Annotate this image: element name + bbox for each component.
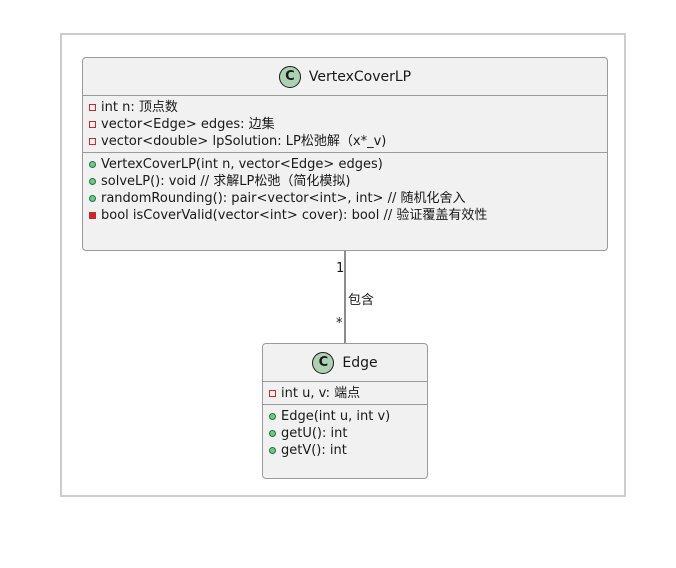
field-text: int n: 顶点数: [101, 100, 178, 115]
field-text: vector<Edge> edges: 边集: [101, 117, 275, 132]
methods-compartment: Edge(int u, int v) getU(): int getV(): int: [263, 405, 427, 461]
class-badge-icon: C: [278, 65, 301, 88]
fields-compartment: int n: 顶点数 vector<Edge> edges: 边集 vector<d…: [83, 96, 607, 153]
method-row: getU(): int: [269, 425, 421, 442]
private-visibility-icon: [89, 121, 96, 128]
method-text: solveLP(): void // 求解LP松弛（简化模拟): [101, 174, 351, 189]
public-visibility-icon: [269, 430, 276, 437]
target-multiplicity: *: [336, 316, 343, 331]
class-header: C VertexCoverLP: [83, 58, 607, 96]
method-text: getV(): int: [281, 443, 347, 458]
fields-compartment: int u, v: 端点: [263, 382, 427, 405]
method-row: randomRounding(): pair<vector<int>, int>…: [89, 190, 601, 207]
association-label: 包含: [348, 293, 375, 308]
class-name: Edge: [342, 354, 378, 371]
method-text: bool isCoverValid(vector<int> cover): bo…: [101, 208, 488, 223]
method-text: getU(): int: [281, 426, 348, 441]
field-row: int n: 顶点数: [89, 99, 601, 116]
method-row: bool isCoverValid(vector<int> cover): bo…: [89, 207, 601, 224]
class-edge[interactable]: C Edge int u, v: 端点 Edge(int u, int v) ge…: [262, 343, 428, 479]
method-row: Edge(int u, int v): [269, 408, 421, 425]
class-header: C Edge: [263, 344, 427, 382]
method-text: Edge(int u, int v): [281, 409, 391, 424]
public-visibility-icon: [89, 178, 96, 185]
source-multiplicity: 1: [336, 261, 345, 276]
field-row: vector<double> lpSolution: LP松弛解（x*_v): [89, 133, 601, 150]
method-row: solveLP(): void // 求解LP松弛（简化模拟): [89, 173, 601, 190]
field-row: vector<Edge> edges: 边集: [89, 116, 601, 133]
public-visibility-icon: [269, 447, 276, 454]
method-row: getV(): int: [269, 442, 421, 459]
method-text: randomRounding(): pair<vector<int>, int>…: [101, 191, 466, 206]
private-visibility-icon: [269, 390, 276, 397]
private-visibility-icon: [89, 138, 96, 145]
public-visibility-icon: [89, 161, 96, 168]
method-text: VertexCoverLP(int n, vector<Edge> edges): [101, 157, 383, 172]
private-visibility-icon: [89, 104, 96, 111]
private-visibility-icon: [89, 212, 96, 219]
field-row: int u, v: 端点: [269, 385, 421, 402]
public-visibility-icon: [89, 195, 96, 202]
field-text: int u, v: 端点: [281, 386, 361, 401]
field-text: vector<double> lpSolution: LP松弛解（x*_v): [101, 134, 387, 149]
public-visibility-icon: [269, 413, 276, 420]
methods-compartment: VertexCoverLP(int n, vector<Edge> edges)…: [83, 153, 607, 226]
class-vertexcoverlp[interactable]: C VertexCoverLP int n: 顶点数 vector<Edge> e…: [82, 57, 608, 251]
class-name: VertexCoverLP: [308, 68, 412, 85]
class-badge-icon: C: [312, 351, 335, 374]
method-row: VertexCoverLP(int n, vector<Edge> edges): [89, 156, 601, 173]
